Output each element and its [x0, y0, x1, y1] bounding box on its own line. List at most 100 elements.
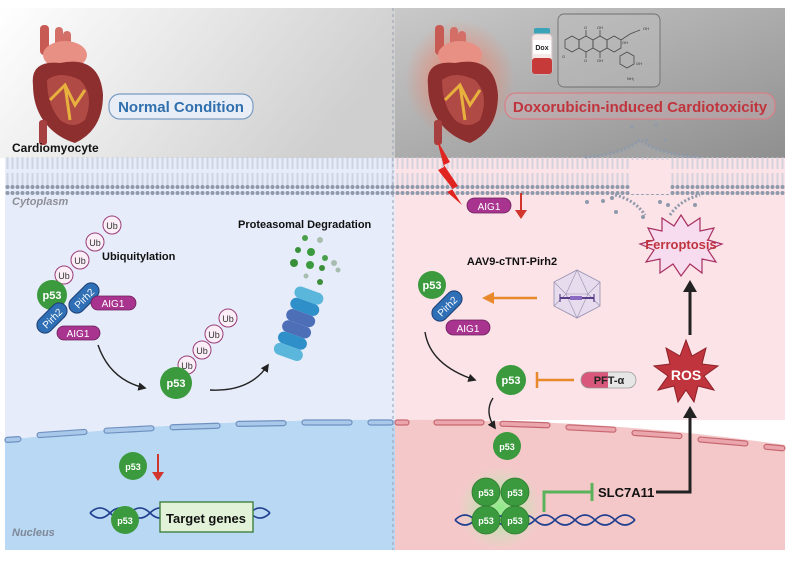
svg-text:Ub: Ub	[196, 346, 208, 356]
svg-text:AIG1: AIG1	[457, 324, 480, 335]
svg-text:AIG1: AIG1	[67, 329, 90, 340]
nucleus-label: Nucleus	[12, 527, 55, 539]
arrow-to-nuclear-p53	[487, 397, 496, 430]
dox-vial-label: Dox	[535, 45, 548, 52]
svg-text:Ub: Ub	[222, 314, 234, 324]
svg-text:p53: p53	[499, 442, 515, 452]
ub-bead: Ub	[102, 215, 122, 235]
doxorubicin-structure-box	[557, 13, 661, 88]
nuclear-envelope-dox	[394, 419, 786, 452]
p53-protein	[160, 367, 192, 399]
svg-text:PFT-α: PFT-α	[594, 375, 625, 387]
ub-bead: Ub	[192, 340, 212, 360]
aav-label: AAV9-cTNT-Pirh2	[467, 256, 557, 268]
svg-text:p53: p53	[125, 462, 141, 472]
svg-text:Ub: Ub	[74, 256, 86, 266]
ros-to-ferroptosis-arrow	[683, 280, 697, 335]
ub-bead: Ub	[85, 232, 105, 252]
membrane-pore	[614, 193, 701, 216]
svg-text:Ub: Ub	[181, 361, 193, 371]
svg-text:p53: p53	[507, 488, 523, 498]
peptide-fragments	[290, 235, 341, 285]
svg-text:p53: p53	[43, 290, 62, 302]
ub-bead: Ub	[218, 308, 238, 328]
nuclear-envelope-normal	[4, 419, 394, 443]
chem-label: OH	[597, 25, 603, 30]
svg-text:Ub: Ub	[106, 221, 118, 231]
cytoplasm-label: Cytoplasm	[12, 196, 68, 208]
normal-condition-label: Normal Condition	[118, 99, 244, 116]
arrow-to-proteasome	[209, 363, 269, 391]
heart-icon-normal	[32, 25, 103, 145]
slc-to-ros-arrow	[656, 406, 697, 494]
heart-icon-damaged	[427, 25, 498, 145]
down-arrow-icon	[152, 454, 164, 481]
svg-text:AIG1: AIG1	[102, 299, 125, 310]
svg-text:Ub: Ub	[208, 330, 220, 340]
arrow-to-free-p53	[424, 331, 477, 382]
ub-bead: Ub	[54, 265, 74, 285]
ros-label: ROS	[671, 367, 701, 383]
proteasome-icon	[273, 286, 324, 362]
chem-label: OH	[597, 58, 603, 63]
svg-text:p53: p53	[478, 488, 494, 498]
inhibit-bar-green	[542, 483, 594, 512]
inhibit-bar-orange	[535, 372, 574, 388]
target-genes-label: Target genes	[166, 511, 246, 526]
dox-vial-icon: Dox	[531, 28, 553, 75]
dox-condition-label: Doxorubicin-induced Cardiotoxicity	[513, 99, 768, 116]
p53-protein	[496, 365, 526, 395]
ros-burst	[652, 338, 720, 404]
chem-label: NH₂	[627, 76, 635, 81]
p53-protein	[418, 271, 446, 299]
p53-protein	[111, 506, 139, 534]
slc7a11-label: SLC7A11	[598, 485, 654, 500]
chem-label: OH	[643, 26, 649, 31]
proteasomal-degradation-label: Proteasomal Degradation	[238, 219, 372, 231]
p53-tetramer: p53 p53 p53 p53	[471, 477, 530, 535]
normal-condition-badge	[108, 93, 254, 120]
svg-text:p53: p53	[167, 378, 186, 390]
svg-text:Ub: Ub	[58, 271, 70, 281]
doxorubicin-structure	[564, 29, 641, 69]
svg-text:AIG1: AIG1	[478, 202, 501, 213]
svg-text:p53: p53	[117, 516, 133, 526]
lightning-bolt-icon	[437, 140, 462, 205]
dox-condition-badge	[504, 92, 776, 120]
p53-protein	[119, 452, 147, 480]
chem-label: O	[562, 54, 565, 59]
chem-label: O	[584, 25, 587, 30]
ubiquitylation-label: Ubiquitylation	[102, 251, 176, 263]
aig1-protein: AIG1	[56, 325, 101, 341]
svg-text:p53: p53	[423, 280, 442, 292]
ub-chain-top: Ub Ub Ub Ub	[54, 215, 122, 285]
svg-text:p53: p53	[478, 516, 494, 526]
svg-text:p53: p53	[507, 516, 523, 526]
lipid-fragments	[585, 123, 697, 219]
activation-arrow-orange	[482, 292, 537, 304]
p53-protein	[493, 432, 521, 460]
aig1-protein: AIG1	[90, 295, 137, 311]
arrow-to-ub-p53	[97, 344, 147, 391]
pft-alpha-capsule: PFT-α	[580, 371, 637, 389]
svg-text:Ub: Ub	[89, 238, 101, 248]
chem-label: OH	[636, 61, 642, 66]
p53-tetramer-glow	[458, 466, 542, 550]
ub-bead: Ub	[70, 250, 90, 270]
ferroptosis-label: Ferroptosis	[645, 237, 717, 252]
aav-capsid-icon	[553, 269, 601, 319]
chem-label: O	[584, 58, 587, 63]
down-arrow-icon	[515, 193, 527, 219]
aig1-protein: AIG1	[466, 197, 512, 214]
cytoplasm-background-normal	[5, 158, 395, 420]
aig1-protein: AIG1	[445, 319, 491, 336]
ub-chain-p53: Ub Ub Ub Ub	[177, 308, 238, 375]
ub-bead: Ub	[204, 324, 224, 344]
ferroptosis-burst	[638, 213, 724, 278]
chem-label: OH	[622, 40, 628, 45]
cardiomyocyte-label: Cardiomyocyte	[12, 141, 99, 155]
target-genes-box	[159, 501, 254, 533]
svg-text:p53: p53	[502, 375, 521, 387]
